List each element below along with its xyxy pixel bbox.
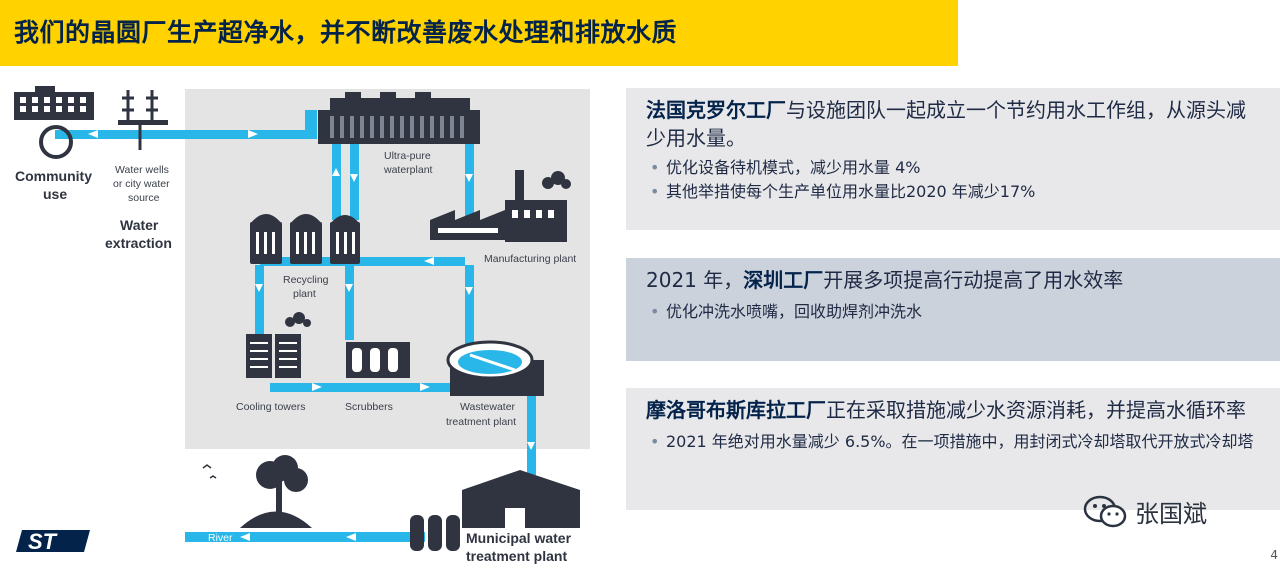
birds-icon — [202, 464, 217, 479]
recycling-label-1: Recycling — [283, 274, 329, 286]
scrubbers-label: Scrubbers — [345, 401, 393, 413]
panel-shenzhen-text: 开展多项提高行动提高了用水效率 — [823, 268, 1124, 292]
water-cycle-diagram: Water wells or city water source Ultra-p… — [14, 86, 590, 564]
wells-label-2: or city water — [113, 178, 170, 190]
wells-label-3: source — [128, 192, 160, 204]
panel-crolles: 法国克罗尔工厂与设施团队一起成立一个节约用水工作组，从源头减少用水量。 优化设备… — [626, 88, 1280, 230]
extraction-label-2: extraction — [105, 235, 172, 251]
wastewater-label-2: treatment plant — [446, 416, 516, 428]
river-label: River — [208, 532, 233, 544]
panel-shenzhen-title: 2021 年，深圳工厂开展多项提高行动提高了用水效率 — [646, 266, 1258, 294]
wechat-icon — [1083, 495, 1127, 527]
manufacturing-label: Manufacturing plant — [484, 253, 576, 265]
panel-bouskoura-title: 摩洛哥布斯库拉工厂正在采取措施减少水资源消耗，并提高水循环率 — [646, 396, 1258, 424]
panel-crolles-site: 法国克罗尔工厂 — [646, 98, 786, 122]
svg-text:ST: ST — [28, 529, 58, 554]
panel-bouskoura: 摩洛哥布斯库拉工厂正在采取措施减少水资源消耗，并提高水循环率 2021 年绝对用… — [626, 388, 1280, 510]
ultrapure-label-2: waterplant — [383, 164, 433, 176]
smoke-icon — [542, 171, 571, 189]
panel-bouskoura-bullet-1: 2021 年绝对用水量减少 6.5%。在一项措施中，用封闭式冷却塔取代开放式冷却… — [646, 430, 1258, 454]
cooling-label: Cooling towers — [236, 401, 305, 413]
st-logo: ST — [16, 529, 90, 554]
panel-crolles-title: 法国克罗尔工厂与设施团队一起成立一个节约用水工作组，从源头减少用水量。 — [646, 96, 1258, 152]
panel-crolles-bullet-2: 其他举措使每个生产单位用水量比2020 年减少17% — [646, 180, 1258, 204]
panel-shenzhen: 2021 年，深圳工厂开展多项提高行动提高了用水效率 优化冲洗水喷嘴，回收助焊剂… — [626, 258, 1280, 361]
panel-shenzhen-site: 深圳工厂 — [743, 268, 824, 292]
extraction-label-1: Water — [120, 217, 159, 233]
page-title: 我们的晶圆厂生产超净水，并不断改善废水处理和排放水质 — [14, 18, 678, 47]
panel-crolles-text: 与设施团队一起成立一个节约用水工作组，从源头减少用水量。 — [646, 98, 1246, 150]
wastewater-plant-icon — [446, 340, 544, 396]
municipal-label-2: treatment plant — [466, 548, 567, 564]
flow-arrows — [88, 130, 535, 541]
panel-shenzhen-year: 2021 年， — [646, 268, 744, 292]
panel-bouskoura-site: 摩洛哥布斯库拉工厂 — [646, 398, 826, 422]
wastewater-label-1: Wastewater — [460, 401, 516, 413]
cooling-towers-icon — [246, 334, 301, 378]
title-bar: 我们的晶圆厂生产超净水，并不断改善废水处理和排放水质 — [0, 0, 958, 66]
river-tree-icon — [240, 455, 312, 528]
panel-crolles-bullet-1: 优化设备待机模式，减少用水量 4% — [646, 156, 1258, 180]
water-well-icon — [122, 90, 158, 125]
municipal-label-1: Municipal water — [466, 530, 572, 546]
community-label-2: use — [43, 186, 67, 202]
page-number: 4 — [1270, 548, 1278, 562]
wells-label-1: Water wells — [115, 164, 169, 176]
panel-shenzhen-bullet-1: 优化冲洗水喷嘴，回收助焊剂冲洗水 — [646, 300, 1258, 324]
wechat-watermark: 张国斌 — [1083, 494, 1207, 529]
community-intake-icon — [39, 125, 73, 159]
community-label-1: Community — [15, 168, 92, 184]
ultrapure-label-1: Ultra-pure — [384, 150, 431, 162]
wechat-name: 张国斌 — [1135, 500, 1207, 528]
panel-bouskoura-text: 正在采取措施减少水资源消耗，并提高水循环率 — [826, 398, 1246, 422]
recycling-label-2: plant — [293, 288, 316, 300]
